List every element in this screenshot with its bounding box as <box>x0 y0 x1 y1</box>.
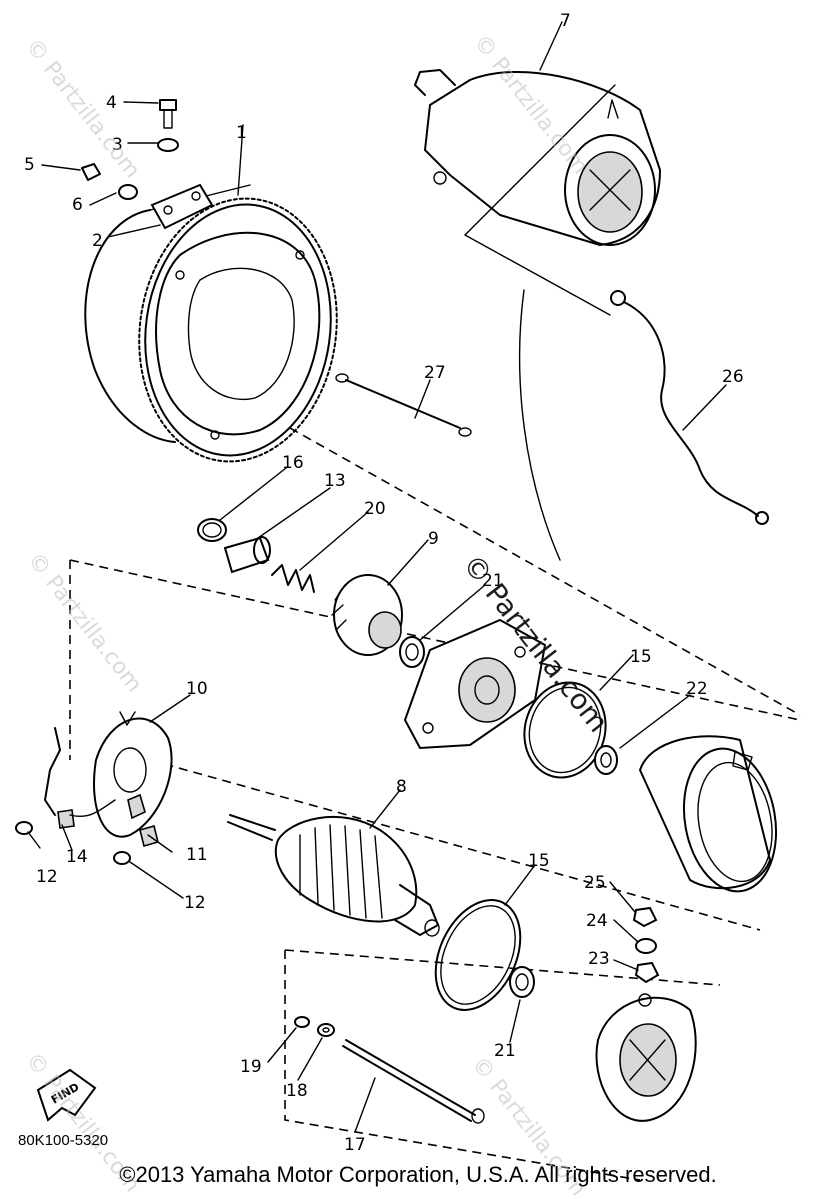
callout-2: 2 <box>92 231 103 251</box>
o-ring-lower <box>434 899 522 1011</box>
lead-wire <box>610 290 769 525</box>
washer-18 <box>317 1023 335 1037</box>
lock-plate-assembly <box>81 99 214 230</box>
dash-guide-upper <box>69 559 801 721</box>
front-cover <box>403 618 547 750</box>
brush-plate <box>93 711 173 847</box>
callout-19: 19 <box>240 1057 262 1077</box>
starter-motor-assembly <box>414 69 661 246</box>
callout-14: 14 <box>66 847 88 867</box>
callout-22: 22 <box>686 679 708 699</box>
washer-22 <box>594 745 618 775</box>
nut-25 <box>632 906 658 928</box>
callout-4: 4 <box>106 93 117 113</box>
washer-lower <box>509 966 535 998</box>
nut-right <box>113 851 131 865</box>
nut-23 <box>634 961 660 984</box>
callout-9: 9 <box>428 529 439 549</box>
callout-24: 24 <box>586 911 608 931</box>
motor-bracket-line <box>464 84 616 316</box>
washer-upper <box>399 636 425 668</box>
callout-1: 1 <box>236 123 247 143</box>
callout-7: 7 <box>560 11 571 31</box>
callout-3: 3 <box>112 135 123 155</box>
rod <box>335 373 472 437</box>
callout-18: 18 <box>286 1081 308 1101</box>
collar <box>223 536 271 574</box>
armature <box>227 814 440 937</box>
brush-lead <box>44 727 116 829</box>
o-ring-upper <box>523 681 607 779</box>
yoke-housing <box>639 735 778 893</box>
callout-15-upper: 15 <box>630 647 652 667</box>
clutch-gear <box>331 574 403 656</box>
rear-cover <box>595 993 697 1122</box>
find-arrow-icon <box>36 1068 97 1122</box>
callout-12-left: 12 <box>36 867 58 887</box>
washer-19 <box>294 1016 310 1028</box>
nut-left <box>15 821 33 835</box>
callout-13: 13 <box>324 471 346 491</box>
callout-17: 17 <box>344 1135 366 1155</box>
dash-guide-mid <box>149 759 761 931</box>
leader-lines <box>27 21 727 1133</box>
callout-11: 11 <box>186 845 208 865</box>
callout-25: 25 <box>584 873 606 893</box>
callout-5: 5 <box>24 155 35 175</box>
dash-guide-lower-box <box>284 950 641 1181</box>
copyright-notice: ©2013 Yamaha Motor Corporation, U.S.A. A… <box>119 1162 717 1187</box>
assembly-guide-curve <box>518 289 561 561</box>
callout-6: 6 <box>72 195 83 215</box>
o-ring-small <box>197 518 227 542</box>
washer-24 <box>635 938 657 954</box>
spring <box>271 564 315 593</box>
callout-labels: 1 2 3 4 5 6 7 8 9 10 11 12 12 13 14 15 1… <box>24 11 744 1155</box>
callout-26: 26 <box>722 367 744 387</box>
starter-clutch-gear-housing <box>84 184 338 463</box>
callout-23: 23 <box>588 949 610 969</box>
dash-guide-top <box>289 427 801 716</box>
callout-20: 20 <box>364 499 386 519</box>
through-bolt <box>342 1039 485 1124</box>
callout-21-upper: 21 <box>482 571 504 591</box>
callout-8: 8 <box>396 777 407 797</box>
callout-10: 10 <box>186 679 208 699</box>
callout-21-lower: 21 <box>494 1041 516 1061</box>
drawing-code: 80K100-5320 <box>18 1132 109 1149</box>
callout-15-lower: 15 <box>528 851 550 871</box>
callout-12-right: 12 <box>184 893 206 913</box>
callout-16: 16 <box>282 453 304 473</box>
callout-27: 27 <box>424 363 446 383</box>
